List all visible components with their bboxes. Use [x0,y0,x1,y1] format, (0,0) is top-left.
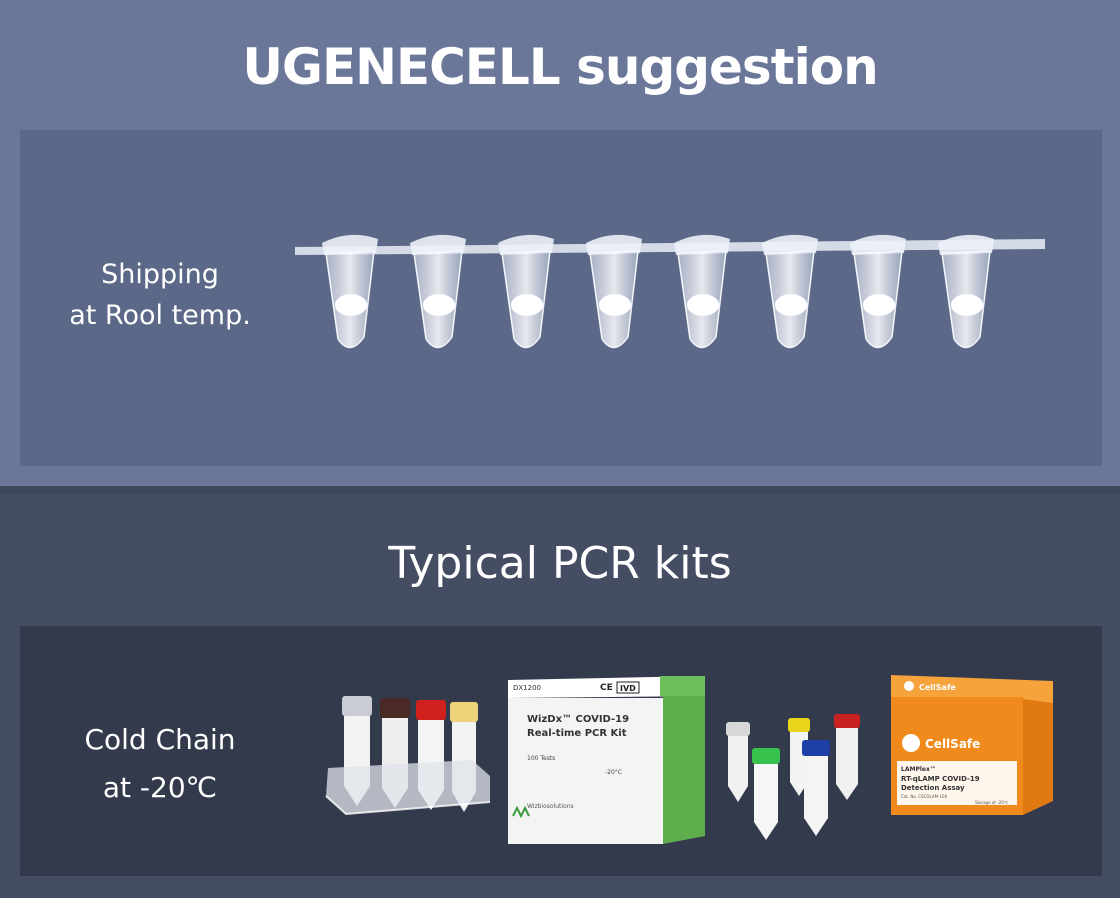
lamp-box-name-line1: RT-qLAMP COVID-19 [901,775,980,783]
cellsafe-lamp-box-image: CellSafe CellSafe LAMPlex™ RT-qLAMP COVI… [891,675,1053,815]
label-line: Shipping [101,259,219,290]
kit-ref-text: DX1200 [513,684,541,692]
lamp-box-cat: Cat. No. CSCOLAM-100 [901,794,948,799]
label-line: at Rool temp. [69,300,251,331]
pcr-tube [586,234,642,349]
lamp-box-storage: Storage at -20℃ [975,800,1009,805]
label-line: at -20℃ [102,771,218,804]
kit-name-line1: WizDx™ COVID-19 [527,714,629,725]
pcr-tube [322,234,378,349]
pcr-tube [674,234,730,349]
kit-ce-mark: CE [600,683,613,693]
kit-name-line2: Real-time PCR Kit [527,728,627,739]
label-line: Cold Chain [84,723,236,756]
room-temp-shipping-label: Shipping at Rool temp. [40,254,280,336]
kit-tests-text: 100 Tests [527,755,555,762]
pcr-tube [498,234,554,349]
reagent-vials-image [726,714,860,840]
cold-chain-label: Cold Chain at -20℃ [40,716,280,812]
pcr-tube-strip-image [295,234,1045,349]
lamp-box-product: LAMPlex™ [901,766,936,773]
typical-kits-title: Typical PCR kits [388,538,732,589]
pcr-tube [410,234,466,349]
tube-rack-image [325,696,491,816]
lamp-box-brand-top: CellSafe [919,683,956,692]
suggestion-title: UGENECELL suggestion [242,38,878,96]
section-divider [0,486,1120,494]
kit-brand-text: Wizbiosolutions [527,803,574,810]
kit-ivd-mark: IVD [620,684,636,693]
lamp-box-name-line2: Detection Assay [901,784,965,792]
pcr-tube [938,234,994,349]
wizdx-kit-box-image: DX1200 CE IVD WizDx™ COVID-19 Real-time … [508,676,705,844]
pcr-tube [850,234,906,349]
lamp-box-brand: CellSafe [925,737,980,751]
pcr-tube [762,234,818,349]
kit-temp-text: -20°C [605,769,622,776]
suggestion-panel [20,130,1102,466]
